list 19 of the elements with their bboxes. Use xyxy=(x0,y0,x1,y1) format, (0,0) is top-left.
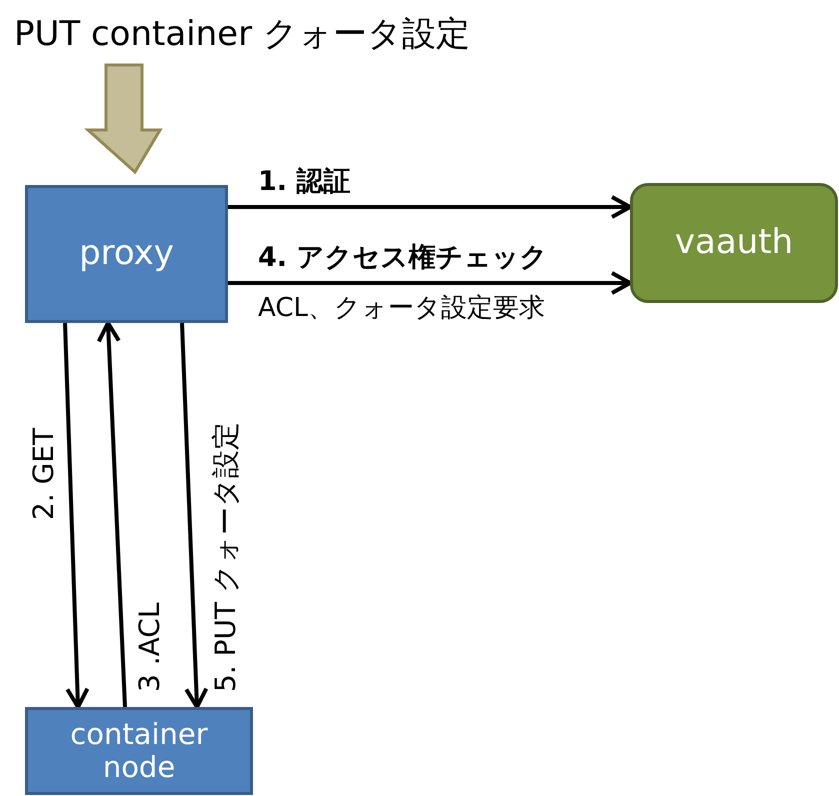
arrow xyxy=(228,195,632,219)
note-text: ACL、クォータ設定要求 xyxy=(258,292,545,325)
block-arrow xyxy=(84,64,163,174)
edge-label: 3 .ACL xyxy=(136,602,164,692)
node-label: vaauth xyxy=(674,223,794,263)
edge-label: 2. GET xyxy=(30,428,58,520)
process-box xyxy=(630,183,838,303)
edge-label: 5. PUT クォータ設定 xyxy=(212,422,240,692)
edge-label: 1. 認証 xyxy=(258,168,350,195)
node-label: container node xyxy=(69,718,209,784)
process-box xyxy=(25,707,253,795)
arrow xyxy=(180,322,208,709)
process-box xyxy=(25,185,228,323)
node-label: proxy xyxy=(79,234,174,274)
arrow xyxy=(63,322,90,709)
arrow xyxy=(96,321,127,708)
title-text: PUT container クォータ設定 xyxy=(14,15,470,55)
edge-label: 4. アクセス権チェック xyxy=(258,244,548,271)
arrow xyxy=(228,271,632,295)
